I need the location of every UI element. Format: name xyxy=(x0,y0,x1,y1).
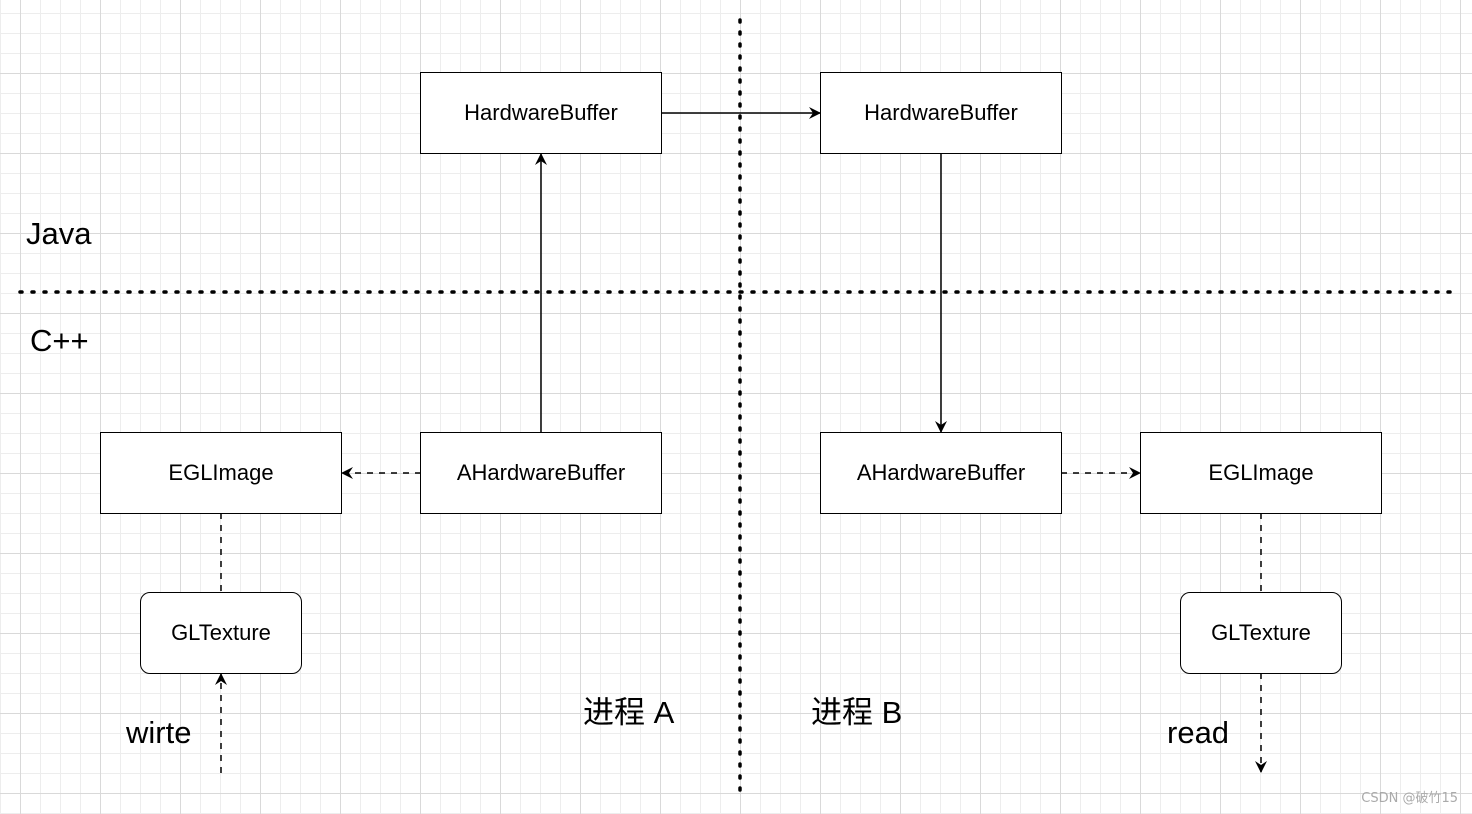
process-a-gltexture-node[interactable]: GLTexture xyxy=(140,592,302,674)
process-a-title: 进程 A xyxy=(583,695,675,730)
process-b-ahardwarebuffer-node[interactable]: AHardwareBuffer xyxy=(820,432,1062,514)
process-a-ahardwarebuffer-node[interactable]: AHardwareBuffer xyxy=(420,432,662,514)
process-a-eglimage-node[interactable]: EGLImage xyxy=(100,432,342,514)
cpp-layer-label: C++ xyxy=(30,323,89,358)
java-layer-label: Java xyxy=(26,216,92,251)
process-a-write-label: wirte xyxy=(126,715,192,750)
process-b-eglimage-node[interactable]: EGLImage xyxy=(1140,432,1382,514)
process-b-read-label: read xyxy=(1167,715,1230,750)
process-b-title: 进程 B xyxy=(811,695,903,730)
process-a-hardwarebuffer-node[interactable]: HardwareBuffer xyxy=(420,72,662,154)
process-b-gltexture-node[interactable]: GLTexture xyxy=(1180,592,1342,674)
csdn-watermark: CSDN @破竹15 xyxy=(1361,791,1458,806)
process-b-hardwarebuffer-node[interactable]: HardwareBuffer xyxy=(820,72,1062,154)
